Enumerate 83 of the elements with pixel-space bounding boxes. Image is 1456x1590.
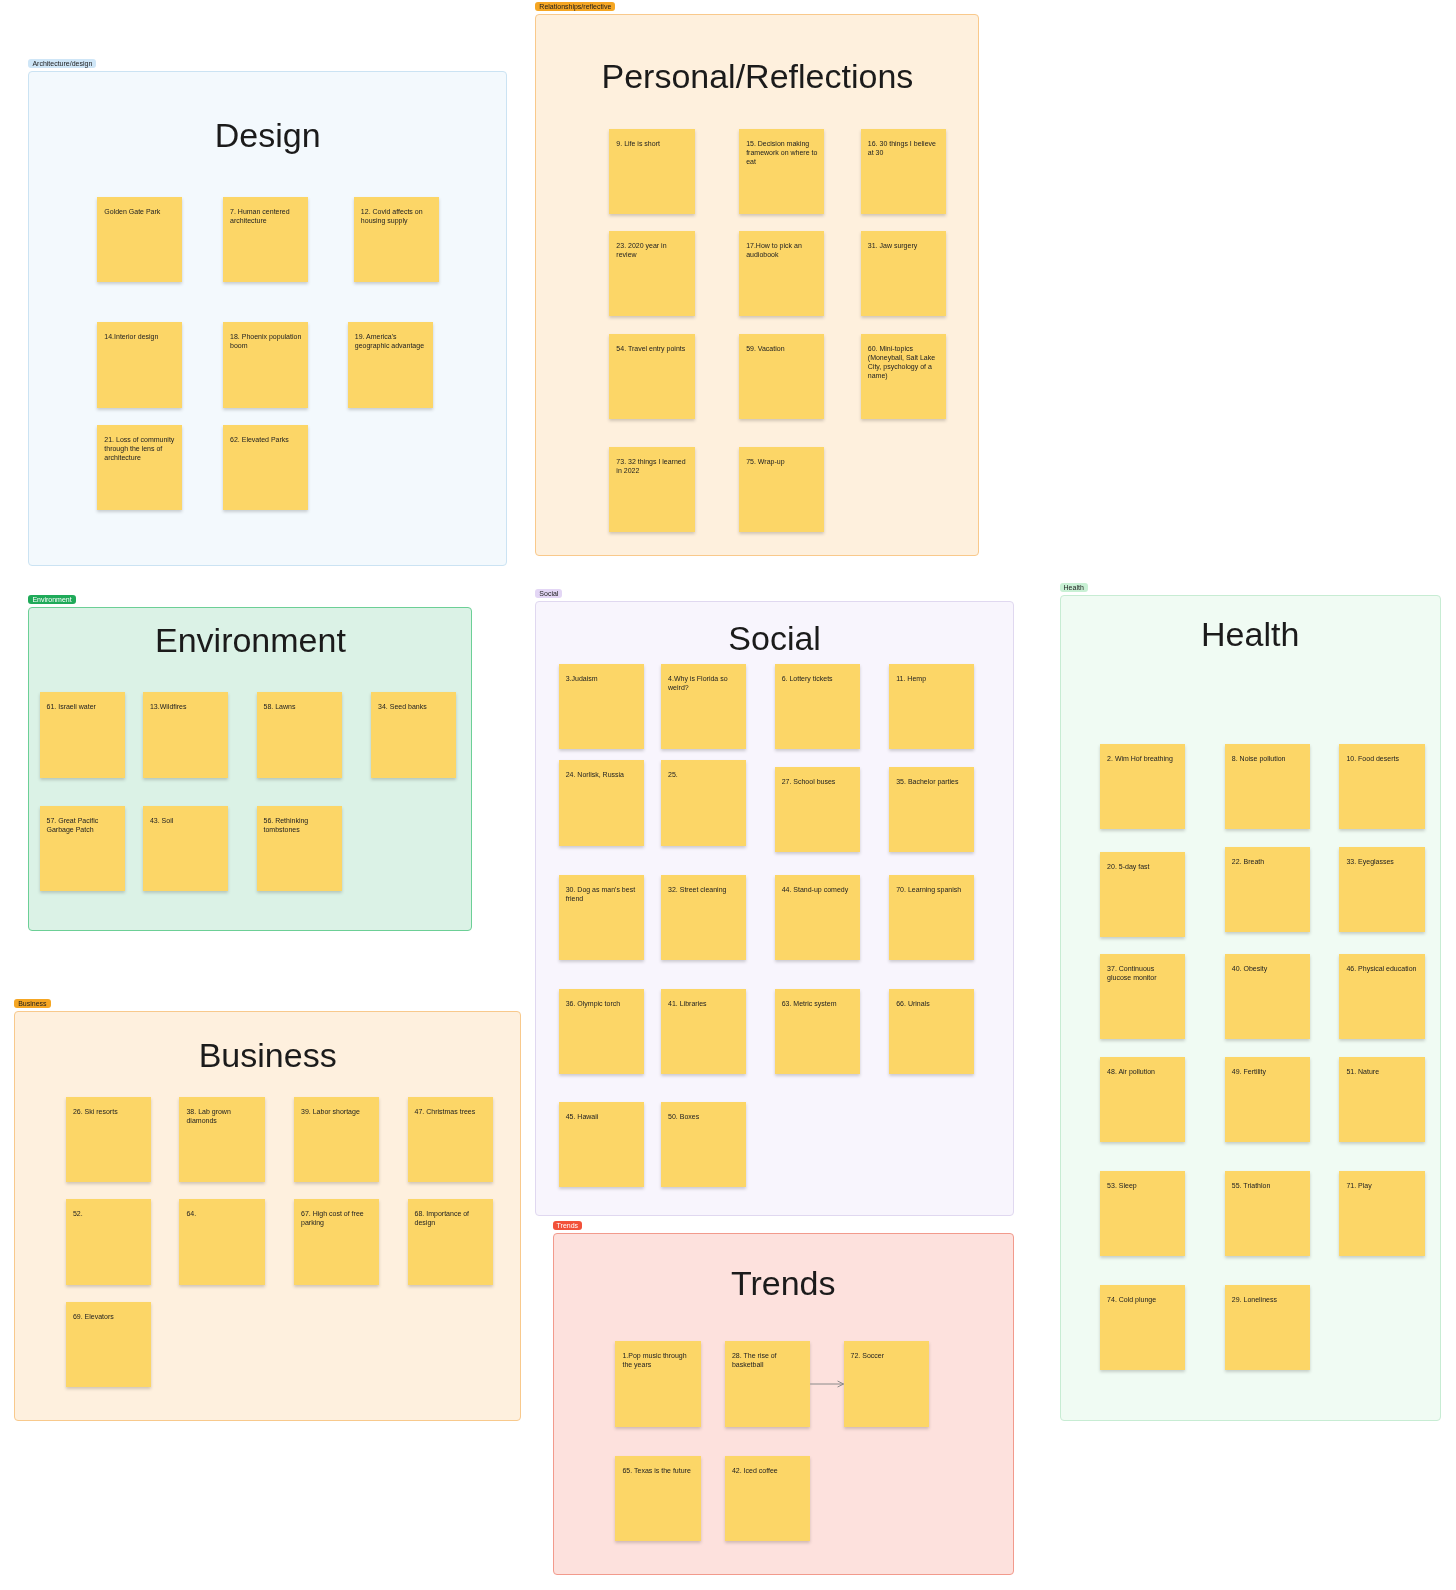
section-title: Health xyxy=(1200,614,1301,655)
sticky-note xyxy=(724,1341,811,1427)
sticky-note xyxy=(353,196,439,282)
sticky-note xyxy=(558,760,644,846)
sticky-note xyxy=(609,333,695,419)
sticky-note xyxy=(142,692,229,778)
sticky-note xyxy=(256,692,342,778)
sticky-note xyxy=(774,988,860,1074)
sticky-note xyxy=(179,1199,265,1285)
sticky-note xyxy=(609,128,695,214)
sticky-note xyxy=(860,333,946,419)
sticky-note xyxy=(223,424,309,510)
sticky-note xyxy=(97,196,183,282)
sticky-note xyxy=(256,806,342,892)
sticky-note xyxy=(739,231,825,317)
sticky-note xyxy=(223,322,309,408)
section-title: Trends xyxy=(729,1263,837,1304)
sticky-note xyxy=(371,692,457,778)
arrow xyxy=(809,1380,845,1388)
sticky-note xyxy=(661,875,747,961)
sticky-note xyxy=(39,692,125,778)
sticky-note xyxy=(661,1102,747,1188)
sticky-note xyxy=(860,231,946,317)
sticky-note xyxy=(615,1456,701,1542)
sticky-note xyxy=(661,664,747,750)
sticky-note xyxy=(889,766,975,852)
section-title: Personal/Reflections xyxy=(600,55,915,96)
sticky-note xyxy=(843,1341,929,1427)
sticky-note xyxy=(739,447,825,533)
sticky-note xyxy=(1100,954,1186,1040)
sticky-note xyxy=(1100,1056,1186,1142)
sticky-note xyxy=(1100,1171,1186,1257)
section-title: Social xyxy=(727,618,822,659)
section-title: Design xyxy=(213,114,322,155)
sticky-note xyxy=(65,1199,152,1285)
sticky-note xyxy=(407,1199,493,1285)
sticky-note xyxy=(65,1097,152,1183)
sticky-note xyxy=(889,988,975,1074)
sticky-note xyxy=(223,196,309,282)
sticky-note xyxy=(609,447,695,533)
sticky-note xyxy=(1100,744,1186,830)
sticky-note xyxy=(1224,744,1310,830)
sticky-note xyxy=(724,1456,811,1542)
sticky-note xyxy=(739,333,825,419)
sticky-note xyxy=(609,231,695,317)
sticky-note xyxy=(558,988,644,1074)
sticky-note xyxy=(774,766,860,852)
sticky-note xyxy=(1339,1056,1425,1142)
sticky-note xyxy=(347,322,433,408)
sticky-note xyxy=(774,875,860,961)
sticky-note xyxy=(1224,1171,1310,1257)
sticky-note xyxy=(1224,1056,1310,1142)
section-title: Environment xyxy=(154,620,347,661)
sticky-note xyxy=(661,760,747,846)
sticky-note xyxy=(65,1301,152,1387)
sticky-note xyxy=(1100,1284,1186,1370)
sticky-note xyxy=(615,1341,701,1427)
sticky-note xyxy=(39,806,125,892)
sticky-note xyxy=(1224,846,1310,932)
sticky-note xyxy=(889,664,975,750)
sticky-note xyxy=(774,664,860,750)
sticky-note xyxy=(294,1199,380,1285)
sticky-note xyxy=(1339,1171,1425,1257)
sticky-note xyxy=(179,1097,265,1183)
sticky-note xyxy=(558,664,644,750)
sticky-note xyxy=(1224,1284,1310,1370)
sticky-note xyxy=(294,1097,380,1183)
sticky-note xyxy=(142,806,229,892)
section-title: Business xyxy=(197,1035,338,1076)
sticky-note xyxy=(860,128,946,214)
sticky-note xyxy=(1339,744,1425,830)
sticky-note xyxy=(1339,954,1425,1040)
sticky-note xyxy=(889,875,975,961)
sticky-note xyxy=(558,1102,644,1188)
sticky-note xyxy=(558,875,644,961)
sticky-note xyxy=(407,1097,493,1183)
sticky-note xyxy=(97,322,183,408)
sticky-note xyxy=(1100,851,1186,937)
sticky-note xyxy=(739,128,825,214)
sticky-note xyxy=(661,988,747,1074)
sticky-note xyxy=(1224,954,1310,1040)
sticky-note xyxy=(97,424,183,510)
sticky-note xyxy=(1339,846,1425,932)
